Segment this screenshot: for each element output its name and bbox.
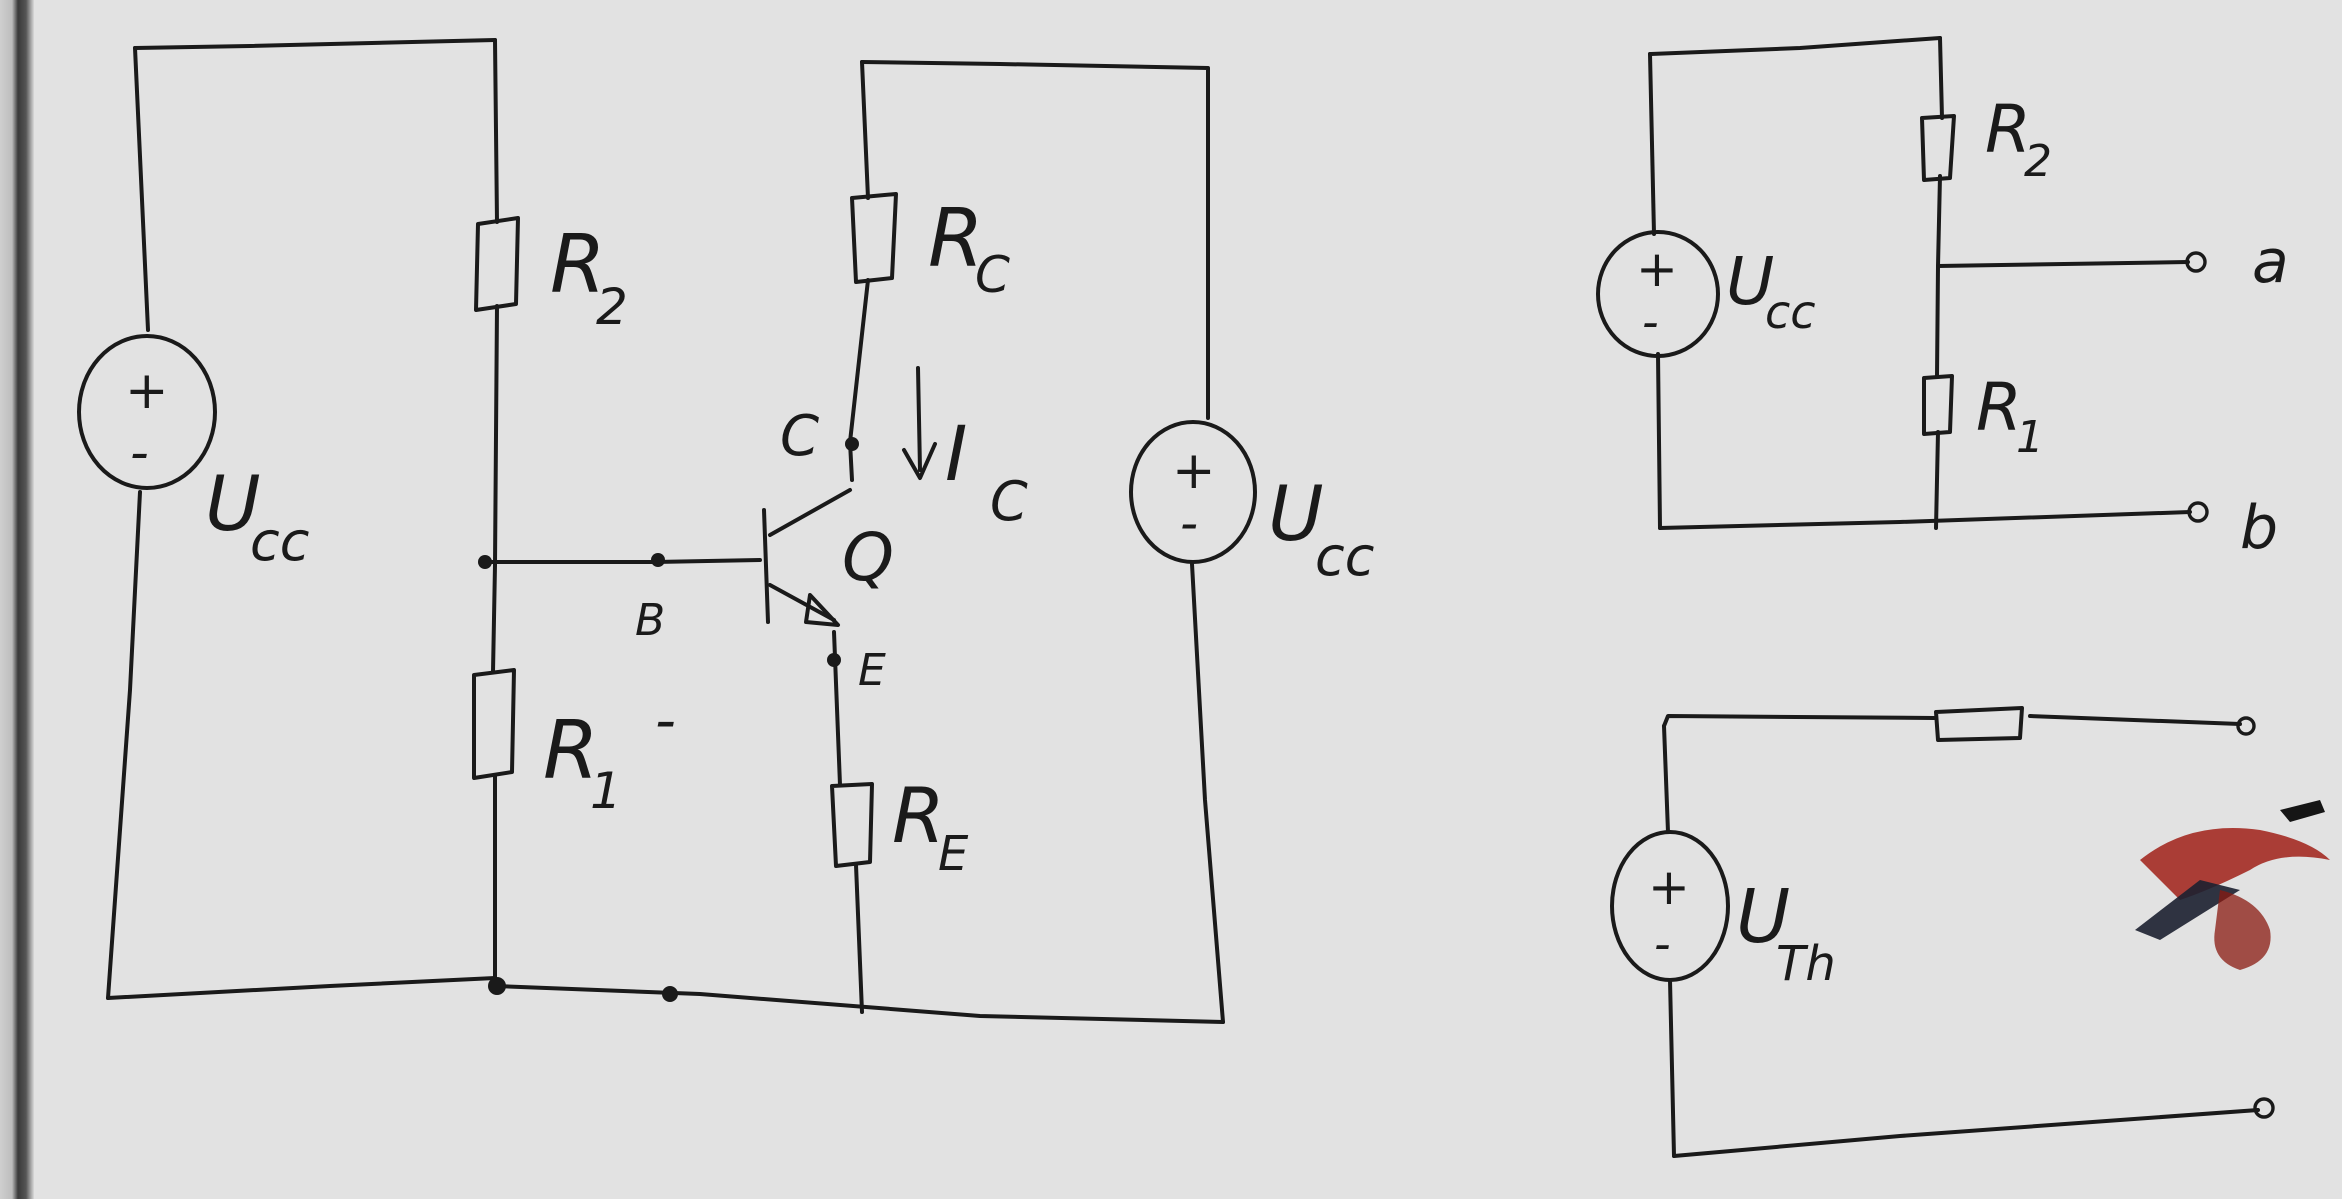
base-node-dot [651, 553, 665, 567]
right-top-wire [860, 60, 1210, 420]
divider-top-wire [1648, 36, 1942, 56]
resistor-rc-body [850, 192, 898, 284]
thevenin-left-lower-wire [1668, 978, 1676, 1158]
divider-r1-label-sub: 1 [2016, 412, 2044, 463]
thevenin-circuit: + - U Th [1610, 706, 2275, 1158]
thevenin-output-terminal-bottom [2253, 1097, 2275, 1119]
divider-r1-body [1922, 374, 1954, 436]
thevenin-source-minus-sign: - [1654, 917, 1671, 971]
collector-node-dot [845, 437, 859, 451]
terminal-a-connector [2185, 251, 2207, 273]
divider-r2-label-sub: 2 [2024, 136, 2052, 187]
emitter-vertical-lower [854, 863, 864, 1014]
bottom-wire-left [106, 976, 497, 1000]
divider-r2-label: R [1985, 91, 2031, 168]
rc-label-sub: C [975, 246, 1010, 304]
re-label-sub: E [938, 826, 969, 882]
left-source-plus-sign: + [125, 361, 169, 421]
divider-source-plus-sign: + [1636, 240, 1678, 298]
board-frame-edge [0, 0, 34, 1199]
rc-label: R [928, 192, 984, 285]
emitter-arrow-icon [804, 593, 840, 627]
divider-bottom-wire [1658, 510, 2192, 530]
left-top-wire [133, 38, 497, 50]
current-label-sub: C [990, 470, 1028, 533]
transistor-q-symbol [762, 488, 852, 627]
left-source-label-sub: cc [250, 510, 309, 573]
right-source-label: U [1268, 469, 1324, 558]
main-circuit: + - U cc + - U cc R 2 R 1 R C R E C B E … [77, 38, 1374, 1024]
terminal-b-connector [2187, 501, 2209, 523]
r2-label: R [550, 218, 606, 311]
thevenin-top-left-wire [1662, 714, 1936, 728]
thevenin-source-plus-sign: + [1648, 858, 1690, 916]
base-node-label: B [635, 595, 665, 646]
thevenin-source-label-sub: Th [1776, 936, 1836, 992]
thevenin-voltage-source-circle [1610, 830, 1730, 982]
collector-vertical-upper [860, 60, 870, 200]
bottom-wire-right [493, 984, 1225, 1024]
collector-current-arrow-icon [902, 366, 937, 480]
divider-source-minus-sign: - [1642, 295, 1659, 349]
right-source-label-sub: cc [1315, 525, 1374, 588]
r2-label-sub: 2 [596, 278, 628, 336]
left-voltage-source-circle [77, 334, 217, 490]
emitter-node-label: E [858, 645, 886, 696]
thevenin-top-right-wire [2028, 714, 2242, 726]
transistor-base-bar [762, 508, 770, 624]
transistor-emitter-lead [768, 583, 836, 622]
collector-node-label: C [780, 404, 819, 469]
terminal-a-label: a [2252, 227, 2289, 297]
left-vertical-wire-lower [106, 490, 142, 1000]
divider-output-wire [1936, 260, 2190, 268]
divider-r2-body [1920, 114, 1956, 182]
middle-vertical-upper [493, 38, 499, 224]
right-source-plus-sign: + [1172, 441, 1216, 501]
divider-source-label: U [1726, 243, 1774, 320]
emitter-node-dot [827, 653, 841, 667]
thevenin-left-upper-wire [1662, 724, 1670, 834]
middle-vertical-mid [491, 304, 499, 674]
left-vertical-wire-upper [133, 46, 150, 332]
terminal-b-label: b [2240, 493, 2278, 563]
re-label: R [892, 771, 945, 860]
resistor-re-body [830, 782, 874, 868]
thevenin-bottom-wire [1672, 1108, 2260, 1158]
divider-voltage-source-circle [1596, 230, 1720, 358]
junction-dot-left [478, 555, 492, 569]
resistor-r1-body [472, 668, 516, 780]
left-source-label: U [205, 459, 261, 548]
right-vertical-lower [1190, 562, 1225, 1024]
thevenin-output-terminal-top [2236, 716, 2256, 736]
junction-dot-bottom [488, 977, 506, 995]
divider-right-mid-wire [1935, 174, 1942, 378]
divider-right-upper-wire [1938, 36, 1944, 120]
right-voltage-source-circle [1129, 420, 1257, 564]
resistor-r2-body [474, 216, 520, 312]
divider-circuit: + - U cc R 2 R 1 a b [1596, 36, 2289, 563]
divider-left-upper-wire [1648, 52, 1656, 236]
right-source-minus-sign: - [1180, 494, 1198, 552]
left-source-minus-sign: - [130, 423, 149, 483]
ink-smudge [2135, 800, 2330, 970]
thevenin-resistor-body [1934, 706, 2024, 742]
divider-right-lower-wire [1934, 430, 1940, 530]
divider-source-label-sub: cc [1765, 285, 1816, 339]
r1-label-sub: 1 [590, 762, 622, 820]
divider-left-lower-wire [1656, 352, 1662, 530]
transistor-collector-lead [768, 488, 852, 537]
transistor-label: Q [842, 519, 894, 596]
r1-label: R [543, 704, 599, 797]
base-wire [483, 558, 762, 564]
dash-mark: - [655, 686, 676, 754]
divider-r1-label: R [1976, 369, 2022, 446]
bottom-wire-dot [662, 986, 678, 1002]
current-label: I [945, 409, 967, 498]
thevenin-source-label: U [1736, 874, 1790, 960]
